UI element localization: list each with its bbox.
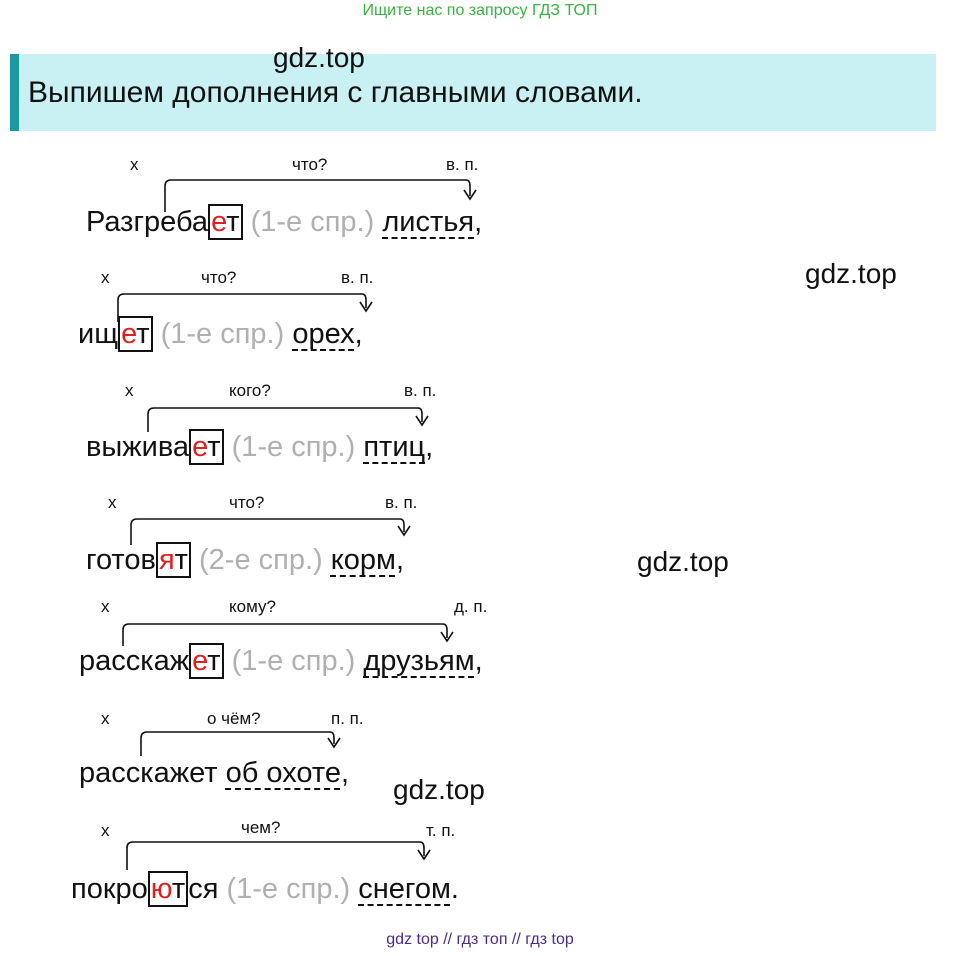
case-label: в. п. — [385, 493, 418, 512]
object-word: снегом — [358, 873, 451, 905]
conjugation-note: (1-е спр.) — [226, 873, 351, 905]
question-arrow-head — [327, 737, 341, 749]
verb-vowel: я — [158, 544, 175, 576]
question-arrow-head — [415, 415, 429, 427]
verb-stem: Разгреба — [86, 206, 209, 238]
conjugation-note: (1-е спр.) — [160, 318, 285, 350]
object-word: об охоте — [225, 757, 341, 789]
object-word: листья — [382, 206, 475, 238]
question-label: кому? — [229, 597, 276, 616]
question-arrow — [147, 407, 423, 432]
question-arrow — [164, 179, 471, 212]
footer-links: gdz top // гдз топ // гдз top — [386, 931, 574, 948]
punctuation: . — [450, 873, 459, 905]
watermark: gdz.top — [805, 258, 897, 289]
phrase-row: расскажет об охоте, — [79, 757, 349, 790]
verb-ending-rest: т — [207, 645, 221, 677]
verb-vowel: ю — [150, 873, 172, 905]
verb-ending: ет — [189, 643, 224, 679]
x-mark: х — [108, 493, 117, 512]
question-arrow-head — [417, 849, 431, 861]
object-word: орех — [292, 318, 355, 350]
x-mark: х — [101, 268, 110, 287]
question-arrow-head — [397, 525, 411, 537]
verb-vowel: е — [121, 318, 137, 350]
conjugation-note: (1-е спр.) — [231, 431, 356, 463]
question-arrow — [117, 293, 367, 322]
object-word: корм — [330, 544, 396, 576]
watermark: gdz.top — [393, 774, 485, 805]
question-arrow-head — [440, 631, 454, 643]
case-label: п. п. — [331, 709, 364, 728]
question-arrow-head — [463, 189, 477, 201]
verb-ending-rest: т — [207, 431, 221, 463]
punctuation: , — [474, 206, 483, 238]
x-mark: х — [101, 821, 110, 840]
case-label: в. п. — [446, 155, 479, 174]
verb-stem: ищ — [78, 318, 119, 350]
punctuation: , — [340, 757, 350, 789]
verb-ending: ет — [208, 204, 243, 240]
question-label: чем? — [241, 818, 281, 837]
x-mark: х — [101, 709, 110, 728]
case-label: в. п. — [341, 268, 374, 287]
case-label: в. п. — [404, 381, 437, 400]
banner-accent-bar — [10, 54, 19, 131]
object-word: птиц — [363, 431, 426, 463]
question-label: что? — [201, 268, 237, 287]
verb-ending-rest: т — [226, 206, 240, 238]
verb-ending: ет — [118, 316, 153, 352]
case-label: т. п. — [426, 821, 456, 840]
object-word: друзьям — [363, 645, 475, 677]
x-mark: х — [125, 381, 134, 400]
title-banner — [10, 54, 936, 131]
verb-stem: расскаж — [79, 645, 190, 677]
verb-stem: покро — [71, 873, 148, 905]
verb-ending: ют — [147, 871, 189, 907]
question-arrow — [130, 518, 405, 545]
question-arrow — [126, 841, 425, 870]
verb-ending: ет — [189, 429, 224, 465]
verb-vowel: е — [192, 645, 208, 677]
question-label: что? — [229, 493, 265, 512]
question-arrow — [140, 731, 335, 756]
verb-stem: выжива — [86, 431, 190, 463]
question-label: что? — [292, 155, 328, 174]
verb-vowel: е — [192, 431, 208, 463]
verb-ending-rest: т — [174, 544, 188, 576]
verb-suffix: ся — [188, 873, 219, 905]
conjugation-note: (2-е спр.) — [199, 544, 323, 576]
case-label: д. п. — [454, 597, 488, 616]
question-arrow — [122, 623, 448, 646]
punctuation: , — [425, 431, 434, 463]
verb-stem: готов — [86, 544, 156, 576]
question-label: кого? — [229, 381, 271, 400]
watermark: gdz.top — [273, 42, 365, 73]
page-title: Выпишем дополнения с главными словами. — [28, 76, 643, 109]
question-label: о чём? — [207, 709, 261, 728]
question-arrow-head — [359, 301, 373, 313]
punctuation: , — [354, 318, 363, 350]
top-note: Ищите нас по запросу ГДЗ ТОП — [362, 2, 598, 19]
verb-word: расскажет — [79, 757, 218, 789]
conjugation-note: (1-е спр.) — [231, 645, 356, 677]
verb-ending-rest: т — [171, 873, 186, 905]
punctuation: , — [395, 544, 405, 576]
verb-ending-rest: т — [136, 318, 150, 350]
x-mark: х — [130, 155, 139, 174]
conjugation-note: (1-е спр.) — [250, 206, 375, 238]
x-mark: х — [101, 597, 110, 616]
verb-ending: ят — [155, 542, 191, 578]
watermark: gdz.top — [637, 546, 729, 577]
punctuation: , — [474, 645, 483, 677]
verb-vowel: е — [211, 206, 227, 238]
